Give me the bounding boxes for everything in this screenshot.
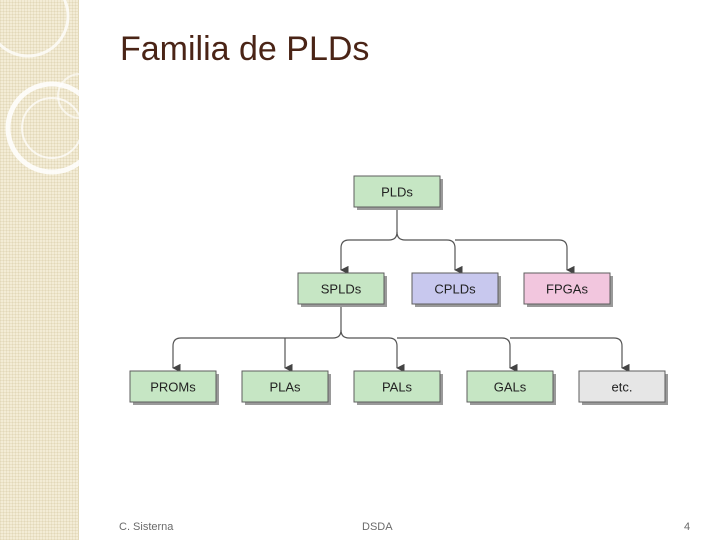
connector-splds-pals [340,329,405,373]
node-proms: PROMs [129,370,219,405]
node-plds: PLDs [353,175,443,210]
node-box [353,175,441,208]
node-label: SPLDs [321,282,362,297]
connectors-splds-to-level2 [172,305,630,373]
node-label: PLDs [381,185,413,200]
node-splds: SPLDs [297,272,387,307]
node-label: PROMs [150,380,196,395]
connector-plds-cplds [396,231,463,275]
footer-course: DSDA [362,521,393,533]
node-label: etc. [612,380,633,395]
node-fpgas: FPGAs [523,272,613,307]
node-label: CPLDs [434,282,476,297]
connector-splds-proms [172,305,342,373]
decorative-side-band [0,0,79,540]
node-cplds: CPLDs [411,272,501,307]
node-label: FPGAs [546,282,588,297]
node-box [353,370,441,403]
connectors-root-to-level1 [340,205,575,275]
node-plas: PLAs [241,370,331,405]
node-box [411,272,499,305]
node-gals: GALs [466,370,556,405]
connector-splds-etc [510,337,630,373]
node-etc: etc. [578,370,668,405]
node-label: PLAs [269,380,301,395]
node-label: GALs [494,380,527,395]
node-box [297,272,385,305]
connector-plds-fpgas [455,239,575,275]
node-label: PALs [382,380,413,395]
node-box [241,370,329,403]
footer-author: C. Sisterna [119,521,174,533]
node-box [466,370,554,403]
connector-plds-splds [340,205,398,275]
slide-title: Familia de PLDs [120,30,370,68]
connector-splds-gals [397,337,518,373]
decorative-circles-ornament [0,0,100,175]
node-box [129,370,217,403]
node-box [578,370,666,403]
node-box [523,272,611,305]
page-number: 4 [684,521,691,533]
node-pals: PALs [353,370,443,405]
